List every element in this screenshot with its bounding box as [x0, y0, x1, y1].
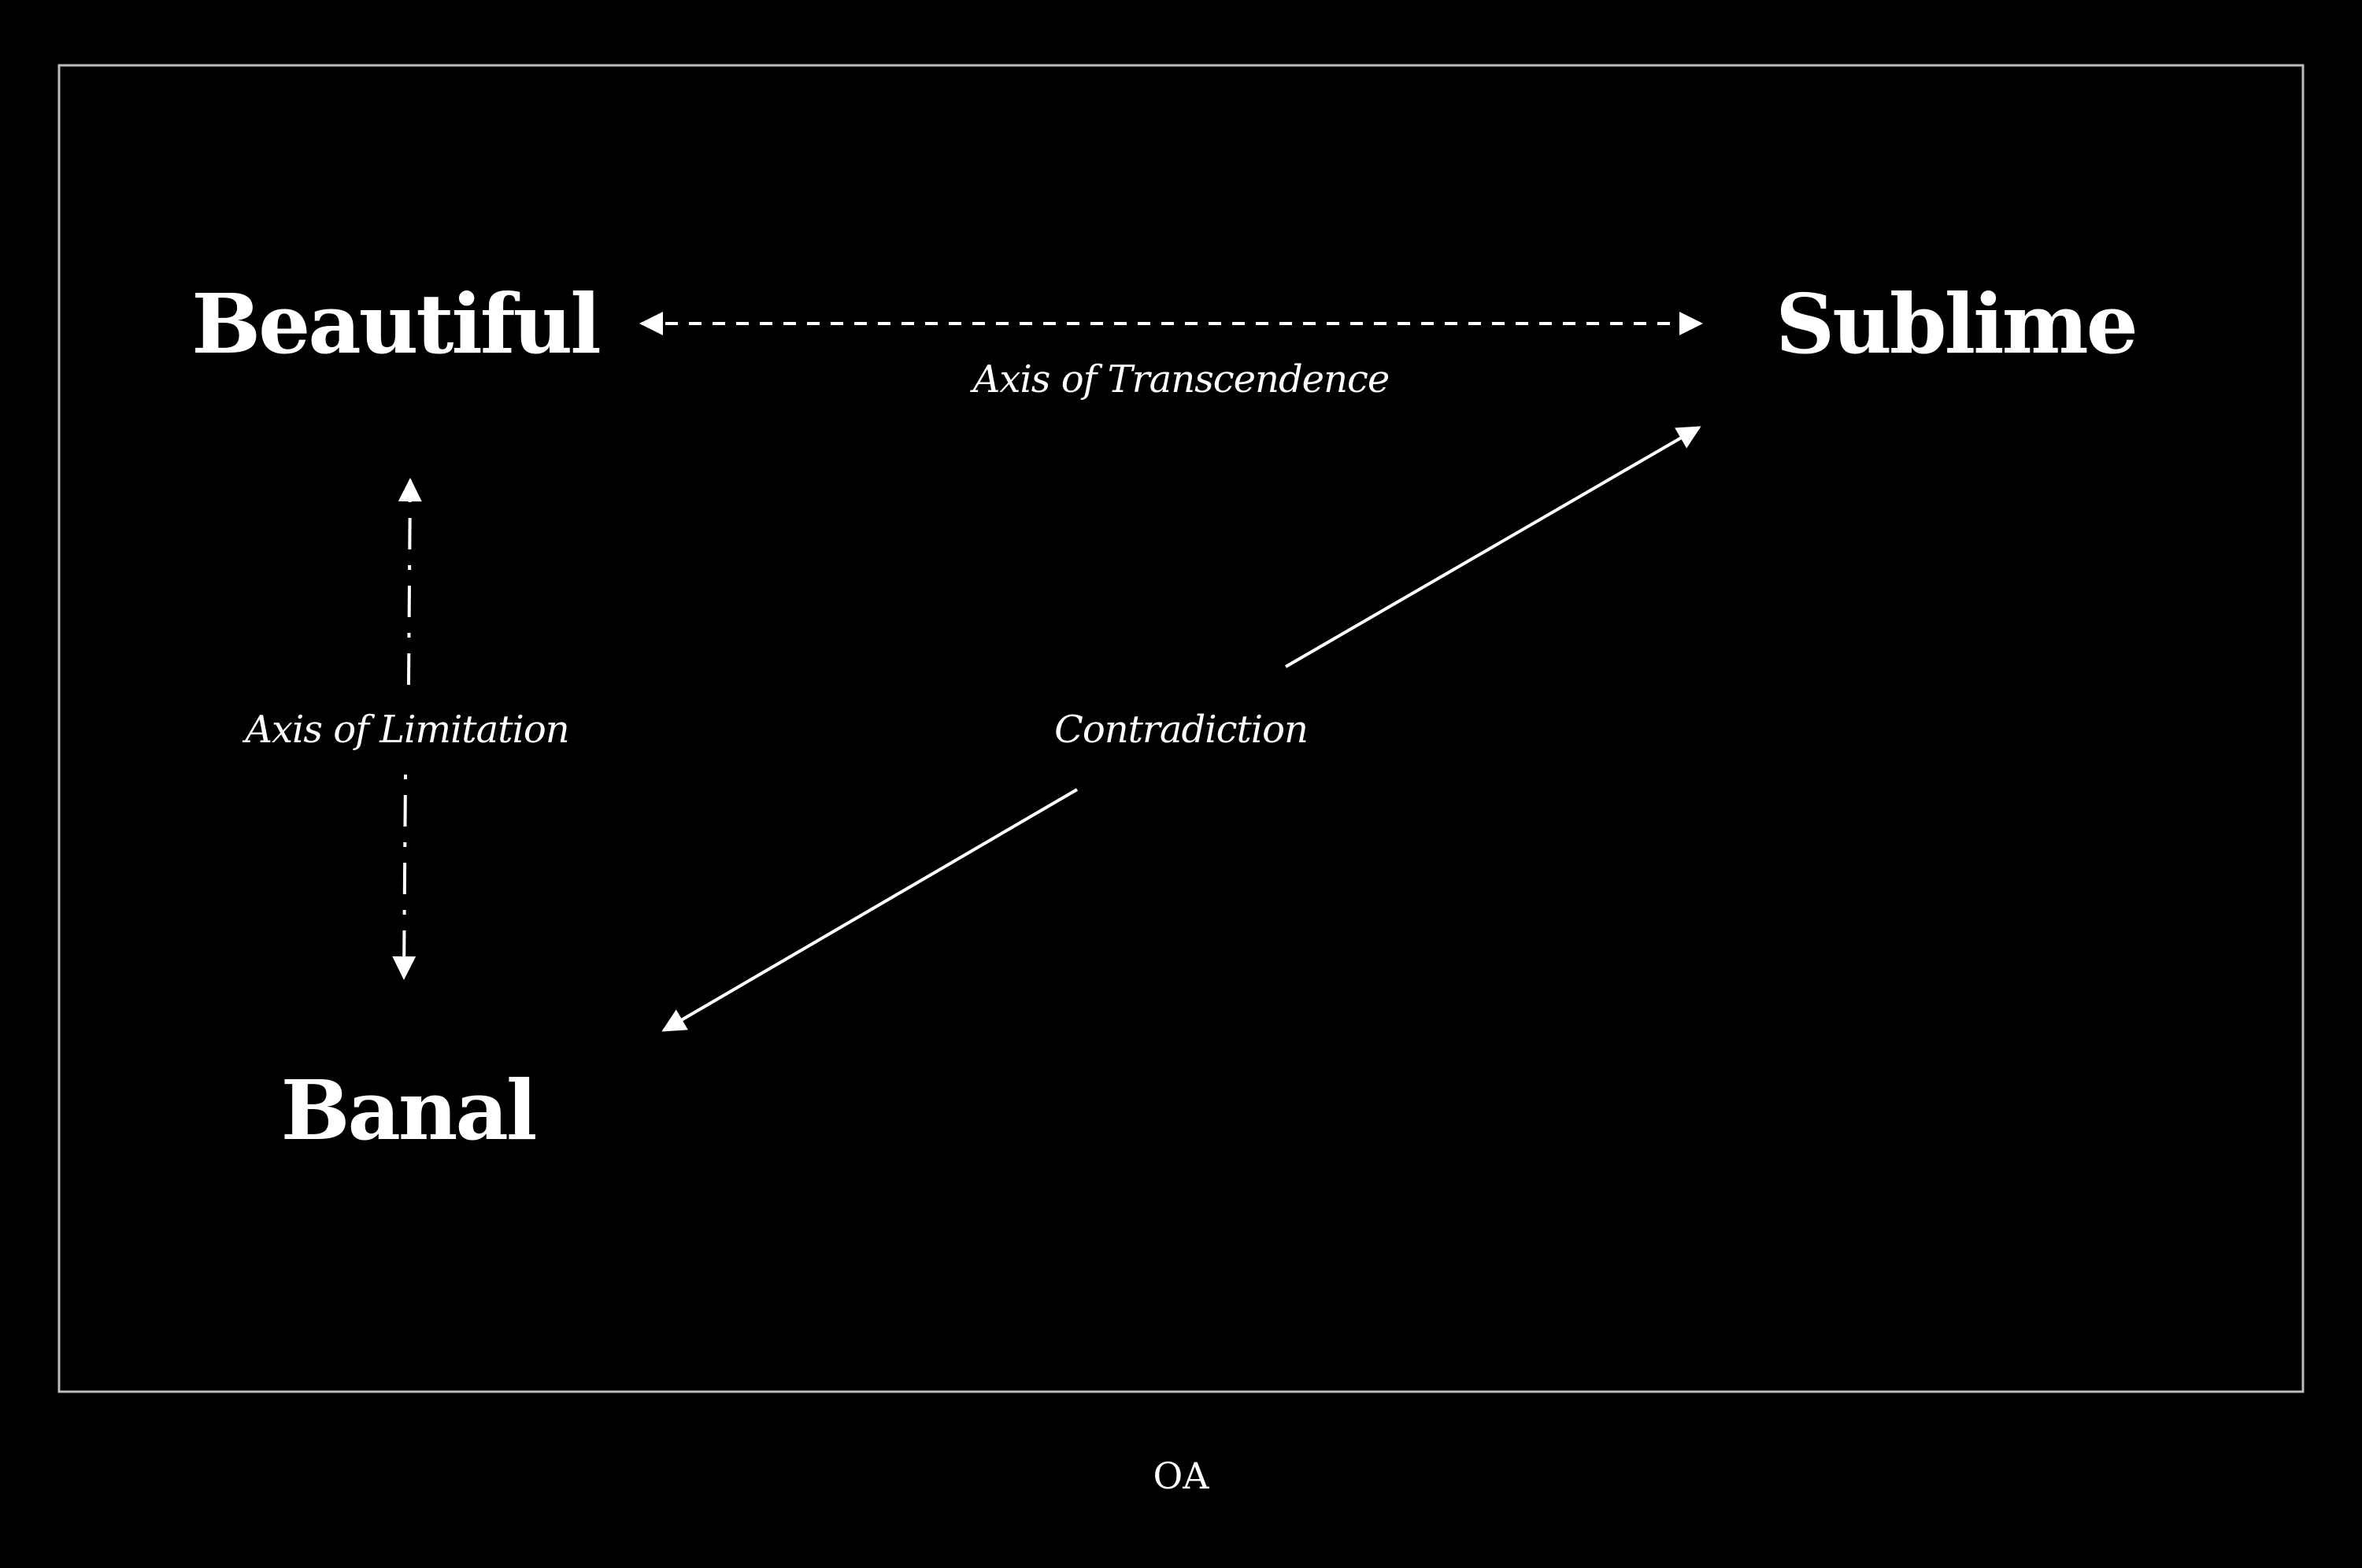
node-banal: Banal — [281, 1062, 535, 1159]
transcendence-axis-label: Axis of Transcendence — [970, 357, 1390, 401]
node-beautiful: Beautiful — [191, 276, 599, 372]
footer-initials: OA — [1153, 1455, 1210, 1497]
contradiction-label: Contradiction — [1054, 708, 1308, 752]
limitation-axis-arrow-upper — [398, 478, 422, 686]
contradiction-arrow-to-sublime — [1284, 426, 1701, 668]
node-sublime: Sublime — [1775, 276, 2136, 372]
diagram-frame — [57, 64, 2305, 1393]
limitation-axis-arrow-lower — [392, 774, 416, 980]
limitation-axis-label: Axis of Limitation — [242, 708, 568, 752]
contradiction-arrow-to-banal — [661, 788, 1079, 1032]
